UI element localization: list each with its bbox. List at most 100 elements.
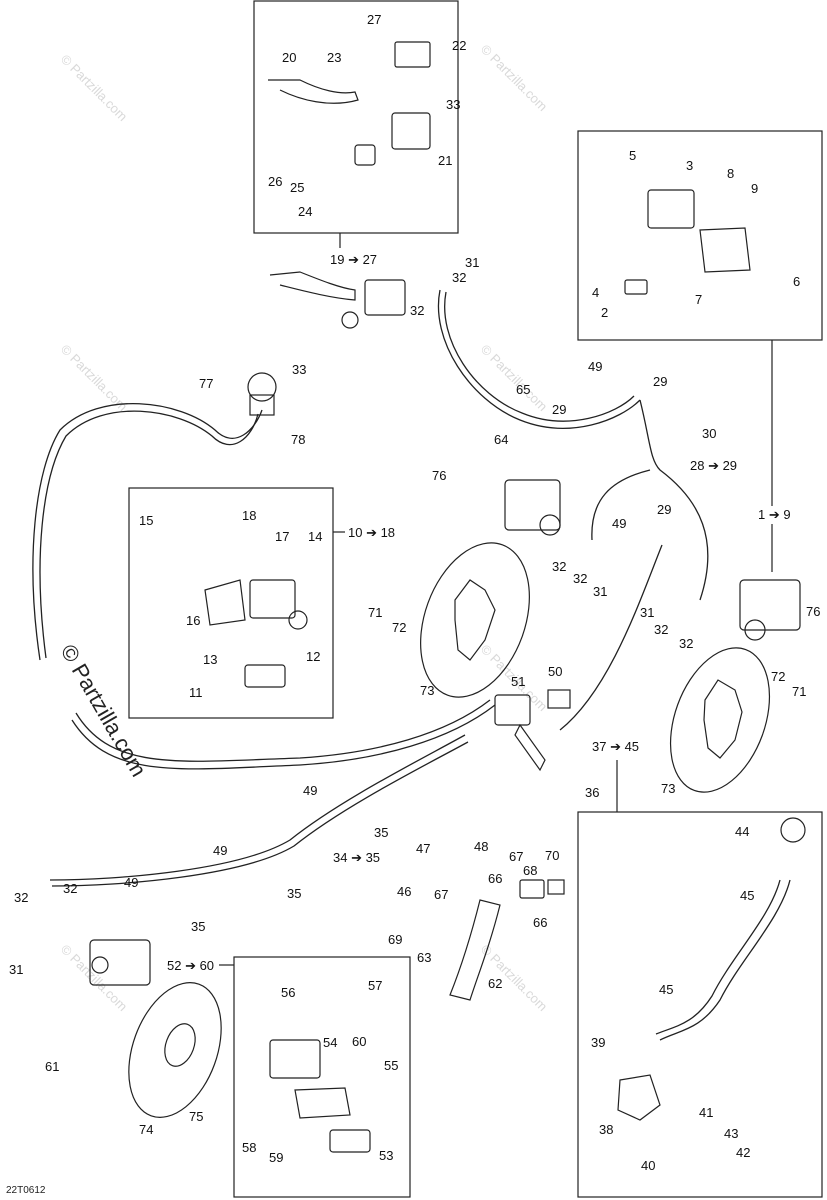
callout-label: 16 — [186, 613, 200, 628]
watermark: © Partzilla.com — [478, 342, 551, 415]
master-cylinder-main — [269, 271, 406, 329]
frame-rear-caliper — [233, 956, 411, 1198]
callout-label: 29 — [653, 374, 667, 389]
front-right-caliper-detail — [624, 189, 751, 295]
callout-label: 43 — [724, 1126, 738, 1141]
brake-discs — [128, 542, 771, 1118]
callout-label: 31 — [465, 255, 479, 270]
callout-label: 50 — [548, 664, 562, 679]
rear-reservoir-hose-inner — [655, 879, 781, 1035]
callout-label: 39 — [591, 1035, 605, 1050]
callout-label: 71 — [368, 605, 382, 620]
callout-label: 74 — [139, 1122, 153, 1137]
callout-label: 52 ➔ 60 — [167, 958, 214, 973]
frame-master-cylinder — [253, 0, 459, 234]
callout-label: 49 — [303, 783, 317, 798]
callout-label: 6 — [793, 274, 800, 289]
rear-caliper-main — [89, 939, 151, 986]
callout-label: 35 — [287, 886, 301, 901]
front-hose-left — [32, 403, 263, 661]
watermark-vertical: © Partzilla.com — [56, 640, 152, 781]
front-right-caliper-main — [739, 579, 801, 641]
frame-front-left-caliper — [128, 487, 334, 719]
callout-label: 35 — [374, 825, 388, 840]
callout-label: 48 — [474, 839, 488, 854]
callout-label: 3 — [686, 158, 693, 173]
rear-distribution-line — [49, 734, 466, 881]
watermark: © Partzilla.com — [58, 52, 131, 125]
callout-label: 73 — [420, 683, 434, 698]
callout-label: 77 — [199, 376, 213, 391]
callout-label: 62 — [488, 976, 502, 991]
callout-label: 32 — [452, 270, 466, 285]
callout-label: 35 — [191, 919, 205, 934]
callout-label: 27 — [367, 12, 381, 27]
front-disc-right — [669, 647, 771, 793]
callout-label: 49 — [213, 843, 227, 858]
callout-label: 28 ➔ 29 — [690, 458, 737, 473]
callout-label: 66 — [533, 915, 547, 930]
callout-label: 47 — [416, 841, 430, 856]
callout-label: 17 — [275, 529, 289, 544]
callout-label: 30 — [702, 426, 716, 441]
callout-label: 20 — [282, 50, 296, 65]
callout-label: 9 — [751, 181, 758, 196]
callout-label: 18 — [242, 508, 256, 523]
callout-label: 12 — [306, 649, 320, 664]
callout-label: 60 — [352, 1034, 366, 1049]
callout-label: 5 — [629, 148, 636, 163]
callout-label: 69 — [388, 932, 402, 947]
callout-label: 55 — [384, 1058, 398, 1073]
callout-label: 73 — [661, 781, 675, 796]
rear-caliper-detail — [269, 1039, 371, 1153]
diagram-code: 22T0612 — [6, 1185, 46, 1196]
callout-label: 1 ➔ 9 — [758, 507, 791, 522]
callout-label: 33 — [292, 362, 306, 377]
distribution-valve — [494, 689, 571, 772]
callout-label: 49 — [588, 359, 602, 374]
rear-disc — [128, 982, 222, 1118]
callout-label: 14 — [308, 529, 322, 544]
callout-label: 29 — [657, 502, 671, 517]
callout-label: 57 — [368, 978, 382, 993]
front-left-caliper-main — [504, 479, 561, 536]
main-line-upper-inner — [444, 291, 635, 422]
frame-front-right-caliper — [577, 130, 823, 341]
callout-label: 75 — [189, 1109, 203, 1124]
callout-label: 41 — [699, 1105, 713, 1120]
callout-label: 31 — [640, 605, 654, 620]
rear-distribution-line-inner — [51, 741, 469, 887]
frame-rear-master-cylinder — [577, 811, 823, 1198]
brake-pedal — [449, 879, 565, 1001]
callout-label: 36 — [585, 785, 599, 800]
callout-label: 23 — [327, 50, 341, 65]
callout-label: 31 — [9, 962, 23, 977]
brake-lines — [32, 289, 791, 1041]
right-line — [639, 399, 709, 601]
callout-label: 49 — [612, 516, 626, 531]
callout-labels: 20 27 23 22 33 21 26 25 24 19 ➔ 27 31 32… — [9, 12, 820, 1173]
callout-label: 45 — [740, 888, 754, 903]
callout-label: 15 — [139, 513, 153, 528]
callout-label: 32 — [552, 559, 566, 574]
callout-label: 34 ➔ 35 — [333, 850, 380, 865]
rear-reservoir-hose — [659, 879, 791, 1041]
watermark: © Partzilla.com — [58, 342, 131, 415]
callout-label: 31 — [593, 584, 607, 599]
callout-label: 61 — [45, 1059, 59, 1074]
watermark: © Partzilla.com — [58, 942, 131, 1015]
callout-label: 10 ➔ 18 — [348, 525, 395, 540]
callout-label: 32 — [679, 636, 693, 651]
callout-label: 32 — [654, 622, 668, 637]
callout-label: 53 — [379, 1148, 393, 1163]
callout-label: 45 — [659, 982, 673, 997]
callout-label: 58 — [242, 1140, 256, 1155]
left-line — [591, 469, 651, 541]
callout-label: 46 — [397, 884, 411, 899]
callout-label: 33 — [446, 97, 460, 112]
callout-label: 22 — [452, 38, 466, 53]
main-line-upper — [437, 289, 641, 429]
callout-label: 78 — [291, 432, 305, 447]
callout-label: 2 — [601, 305, 608, 320]
